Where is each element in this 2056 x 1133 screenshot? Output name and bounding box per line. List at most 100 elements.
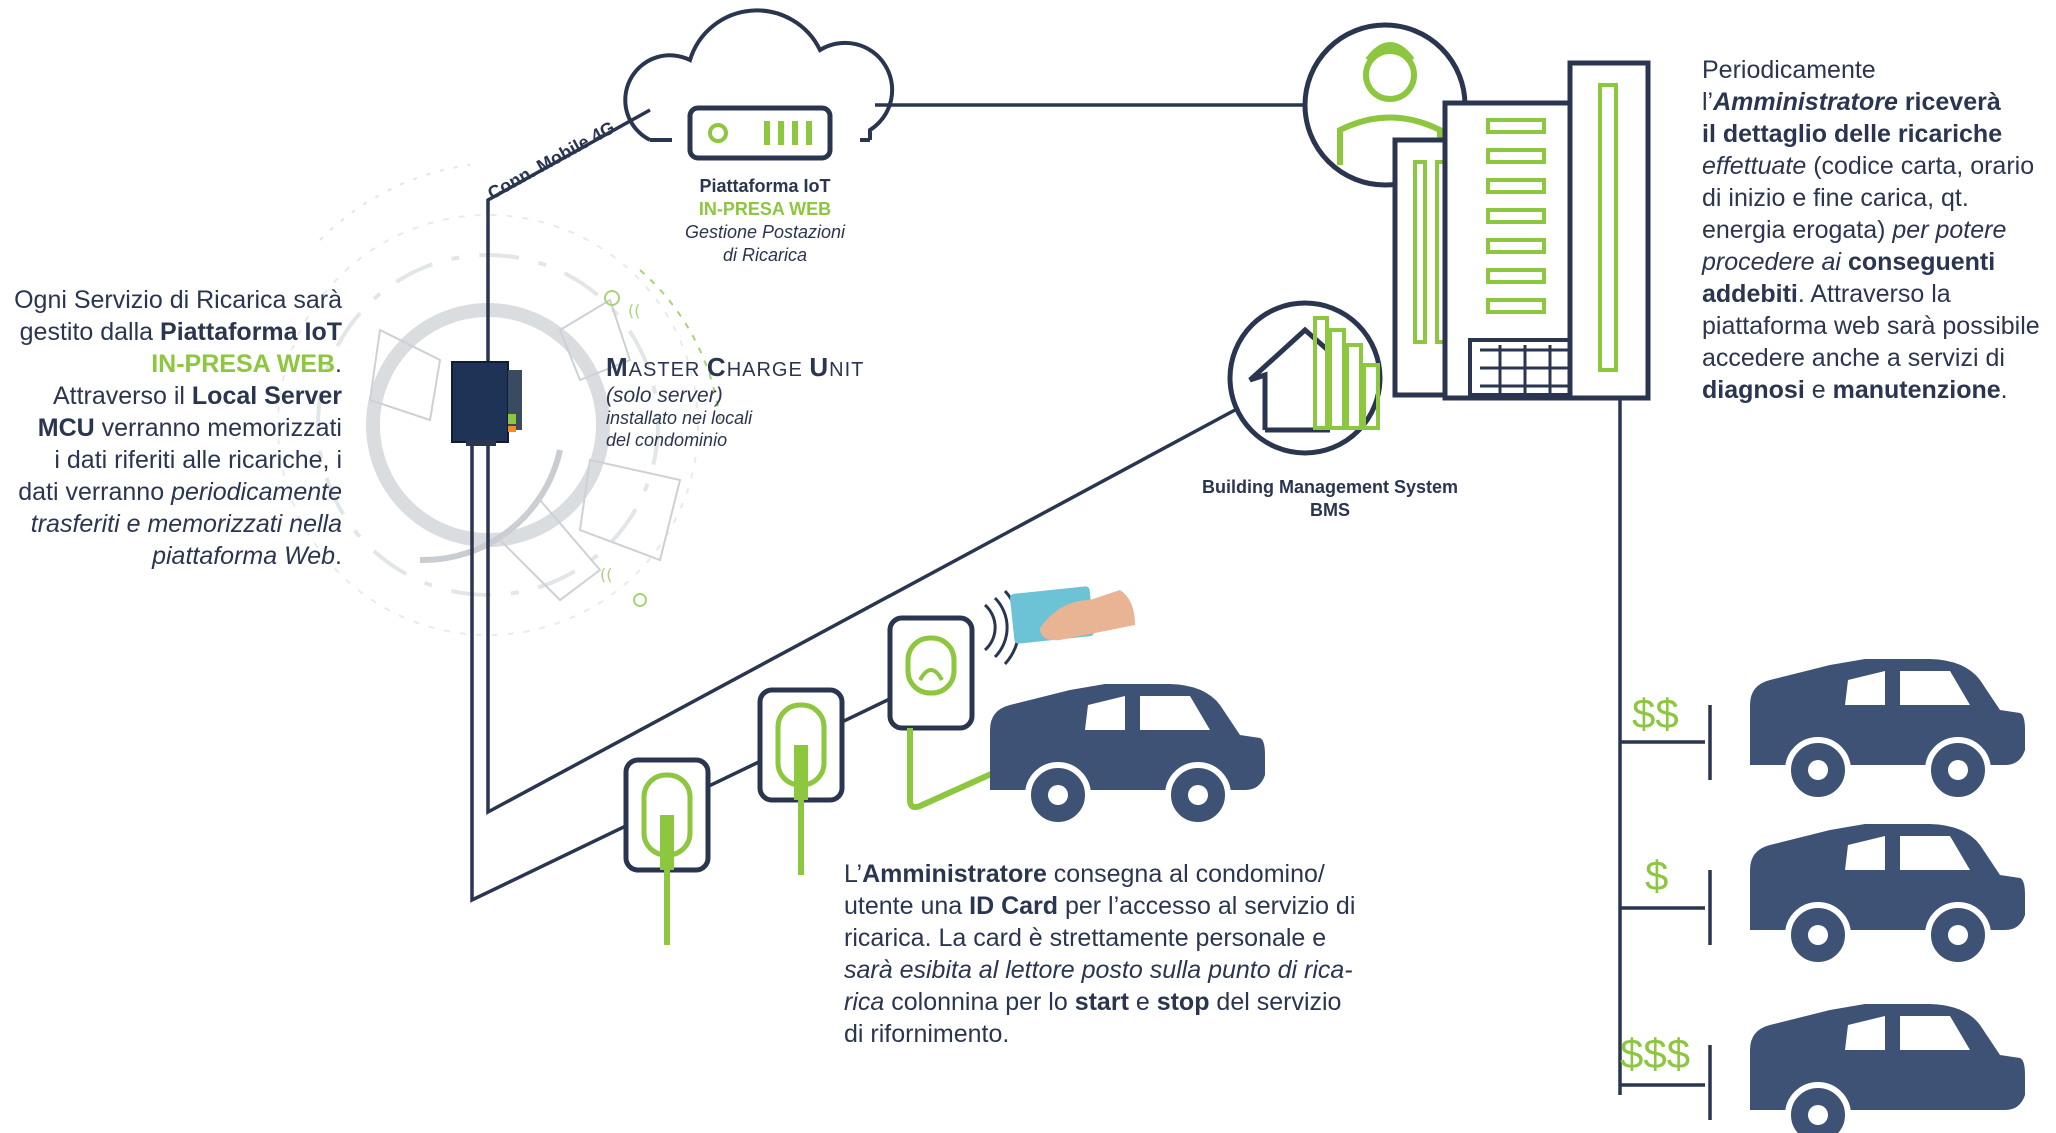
mcu-line-3: del condominio xyxy=(606,430,728,450)
left-line-9: piattaforma Web. xyxy=(0,540,342,572)
bottom-line-2a: utente una xyxy=(844,892,970,920)
bottom-line-5b: colonnina per lo xyxy=(884,988,1075,1016)
iot-title: Piattaforma IoT xyxy=(699,176,831,196)
right-line-5: di inizio e fine carica, qt. xyxy=(1702,184,1969,212)
right-line-4b: (codice carta, orario xyxy=(1806,152,2035,180)
left-line-4: Attraverso il Local Server xyxy=(0,380,342,412)
bottom-line-2: utente una ID Card per l’accesso al serv… xyxy=(844,890,1384,922)
left-line-5: MCU verranno memorizzati xyxy=(0,412,342,444)
right-line-4: effettuate (codice carta, orario xyxy=(1702,150,2052,182)
bms-line-2: BMS xyxy=(1310,500,1350,520)
left-line-1: Ogni Servizio di Ricarica sarà xyxy=(14,286,342,314)
left-description: Ogni Servizio di Ricarica sarà gestito d… xyxy=(0,284,342,572)
mcu-c: C xyxy=(706,352,727,382)
bottom-line-1c: consegna al condomino/ xyxy=(1046,860,1325,888)
right-line-7a: procedere ai xyxy=(1702,248,1848,276)
left-line-3a: IN-PRESA WEB xyxy=(151,350,336,378)
bottom-line-4: sarà esibita al lettore posto sulla punt… xyxy=(844,956,1353,984)
router-icon xyxy=(687,105,833,161)
right-line-8: addebiti. Attraverso la xyxy=(1702,278,2052,310)
right-line-6a: energia erogata) xyxy=(1702,216,1893,244)
bottom-line-5d: e xyxy=(1128,988,1157,1016)
left-line-3b: . xyxy=(335,350,342,378)
left-line-5b: verranno memorizzati xyxy=(94,414,342,442)
right-line-4a: effettuate xyxy=(1702,152,1807,180)
bottom-line-3: ricarica. La card è strettamente persona… xyxy=(844,924,1327,952)
right-line-2c: riceverà xyxy=(1897,88,2001,116)
left-line-2b: Piattaforma IoT xyxy=(160,318,342,346)
charging-station-1-icon xyxy=(623,757,711,945)
right-line-7: procedere ai conseguenti xyxy=(1702,246,2052,278)
mcu-label: MASTER CHARGE UNIT (solo server) install… xyxy=(606,352,926,451)
left-line-7a: dati verranno xyxy=(18,478,172,506)
right-line-6: energia erogata) per potere xyxy=(1702,214,2052,246)
right-line-9: piattaforma web sarà possibile xyxy=(1702,312,2040,340)
bottom-line-2c: per l’accesso al servizio di xyxy=(1058,892,1356,920)
right-line-10: accedere anche a servizi di xyxy=(1702,344,2005,372)
charging-station-2-icon xyxy=(757,687,845,875)
mcu-u: U xyxy=(809,352,830,382)
bms-icon xyxy=(1227,300,1383,456)
right-line-11d: . xyxy=(2000,376,2008,404)
left-line-2: gestito dalla Piattaforma IoT xyxy=(0,316,342,348)
bottom-line-5a: rica xyxy=(844,988,885,1016)
billing-car-1-icon xyxy=(1750,659,2025,803)
bottom-line-2b: ID Card xyxy=(969,892,1059,920)
left-line-3: IN-PRESA WEB. xyxy=(0,348,342,380)
right-line-6b: per potere xyxy=(1892,216,2007,244)
left-line-6: i dati riferiti alle ricariche, i xyxy=(54,446,342,474)
bottom-description: L’Amministratore consegna al condomino/ … xyxy=(844,858,1384,1050)
left-line-4b: Local Server xyxy=(191,382,342,410)
right-line-11c: manutenzione xyxy=(1832,376,2001,404)
mcu-aster: ASTER xyxy=(628,359,707,381)
bottom-line-1: L’Amministratore consegna al condomino/ xyxy=(844,858,1384,890)
bms-line-1: Building Management System xyxy=(1201,477,1459,497)
right-line-7b: conseguenti xyxy=(1847,248,1996,276)
bottom-line-5c: start xyxy=(1074,988,1129,1016)
right-line-2: l’Amministratore riceverà xyxy=(1702,86,2052,118)
billing-car-3-icon xyxy=(1750,1004,2025,1133)
svg-text:((: (( xyxy=(600,565,612,584)
billing-car-2-icon xyxy=(1750,824,2025,968)
right-line-1: Periodicamente xyxy=(1702,56,1876,84)
id-card-hand-icon xyxy=(983,586,1135,666)
cloud-icon xyxy=(623,8,895,142)
mcu-m: M xyxy=(606,352,629,382)
right-line-11a: diagnosi xyxy=(1702,376,1805,404)
bottom-line-1b: Amministratore xyxy=(862,860,1047,888)
bottom-line-5e: stop xyxy=(1156,988,1210,1016)
right-line-2a: l’ xyxy=(1702,88,1714,116)
billing-amount-3: $$$ xyxy=(1620,1030,1691,1077)
left-line-9a: piattaforma Web xyxy=(152,542,336,570)
right-line-2b: Amministratore xyxy=(1713,88,1898,116)
bottom-line-5f: del servizio xyxy=(1209,988,1342,1016)
mcu-harge: HARGE xyxy=(726,359,810,381)
svg-text:((: (( xyxy=(628,301,640,320)
iot-platform-label: Piattaforma IoT IN-PRESA WEB Gestione Po… xyxy=(650,175,880,267)
mcu-line-1: (solo server) xyxy=(606,384,723,407)
left-line-4a: Attraverso il xyxy=(52,382,192,410)
iot-sub-1: Gestione Postazioni xyxy=(684,222,846,242)
right-description: Periodicamente l’Amministratore riceverà… xyxy=(1702,54,2052,406)
building-icon xyxy=(1392,60,1651,401)
bottom-line-5: rica colonnina per lo start e stop del s… xyxy=(844,986,1384,1018)
left-line-5a: MCU xyxy=(37,414,95,442)
right-line-8a: addebiti xyxy=(1702,280,1798,308)
right-line-11b: e xyxy=(1804,376,1833,404)
conn-mobile-label: Conn. Mobile 4G xyxy=(484,117,618,203)
left-line-8: trasferiti e memorizzati nella xyxy=(30,510,342,538)
left-line-7: dati verranno periodicamente xyxy=(0,476,342,508)
bottom-line-1a: L’ xyxy=(844,860,863,888)
right-line-8b: . Attraverso la xyxy=(1797,280,1951,308)
left-line-7b: periodicamente xyxy=(171,478,342,506)
mcu-device-icon xyxy=(451,361,522,446)
mcu-line-2: installato nei locali xyxy=(606,408,753,428)
iot-brand: IN-PRESA WEB xyxy=(698,199,832,219)
left-line-2a: gestito dalla xyxy=(19,318,161,346)
car-icon xyxy=(990,684,1265,828)
billing-amount-1: $$ xyxy=(1632,690,1679,737)
iot-sub-2: di Ricarica xyxy=(722,245,808,265)
mcu-nit: NIT xyxy=(829,359,865,381)
right-line-3: il dettaglio delle ricariche xyxy=(1702,120,2003,148)
